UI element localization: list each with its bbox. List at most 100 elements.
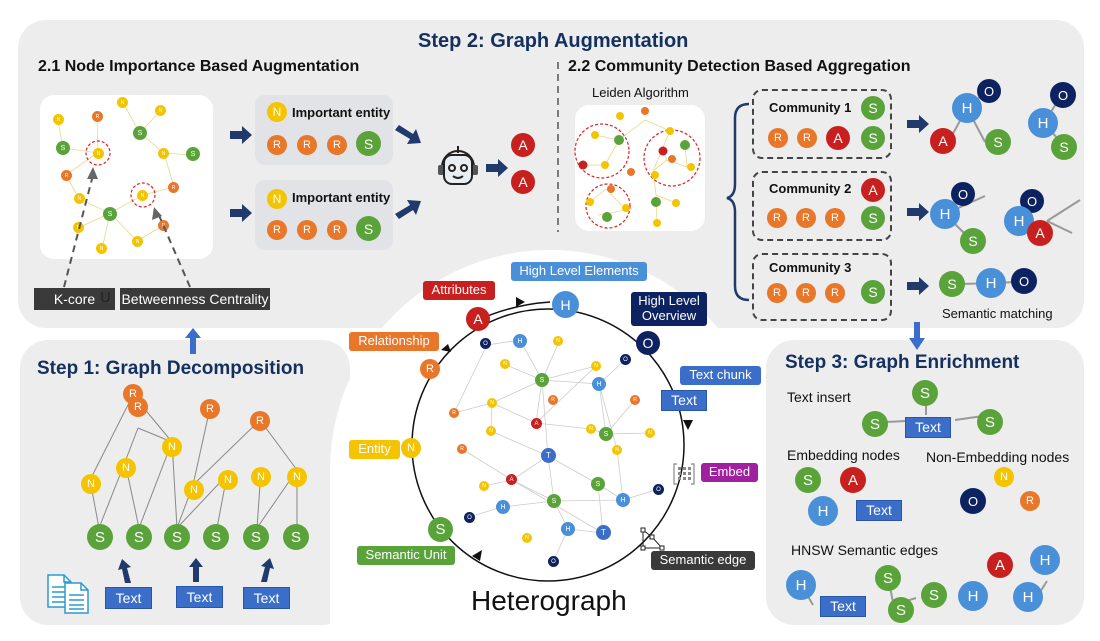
high-level-node-small: H [496, 500, 510, 514]
community-brace [726, 102, 750, 302]
relationship-node: R [1020, 491, 1040, 511]
arrow-right-icon [907, 203, 929, 221]
entity-node: N [184, 480, 204, 500]
graph-node-entity: N [155, 105, 166, 116]
attribute-node-output: A [511, 133, 535, 157]
high-level-node-small: H [616, 493, 630, 507]
relationship-node: R [327, 135, 347, 155]
entity-node: N [251, 467, 271, 487]
entity-node-small: N [479, 481, 489, 491]
semantic-node: S [795, 467, 821, 493]
overview-node-small: O [653, 484, 664, 495]
semantic-node-small: S [599, 427, 613, 441]
graph-node-semantic: S [186, 147, 200, 161]
relationship-node: R [825, 208, 845, 228]
semantic-node-small: S [547, 494, 561, 508]
graph-node-semantic: S [56, 141, 70, 155]
ring-attribute-node: A [466, 307, 490, 331]
text-tag: Text [661, 390, 707, 411]
relationship-node: R [796, 283, 816, 303]
entity-node-small: N [553, 336, 563, 346]
entity-node: N [287, 467, 307, 487]
high-level-node: H [1028, 108, 1058, 138]
ring-relationship-node: R [420, 359, 440, 379]
community-2-box [752, 171, 892, 241]
semantic-node: S [861, 206, 885, 230]
ring-semantic-node: S [428, 517, 453, 542]
semantic-node: S [243, 524, 269, 550]
attribute-node: A [826, 126, 850, 150]
arrow-right-icon [907, 115, 929, 133]
attribute-node-small: A [531, 418, 542, 429]
entity-node: N [267, 189, 287, 209]
high-level-node-small: H [513, 334, 527, 348]
semantic-node-small: S [591, 477, 605, 491]
relationship-node: R [825, 283, 845, 303]
graph-node-relationship: R [61, 170, 72, 181]
relationship-node-small: R [548, 395, 558, 405]
relationship-node: R [327, 220, 347, 240]
high-level-node: H [952, 93, 982, 123]
relationship-node: R [796, 208, 816, 228]
graph-node-semantic: S [103, 207, 117, 221]
arrow-up-icon [118, 559, 131, 583]
relationship-node: R [297, 220, 317, 240]
graph-node-relationship: R [168, 182, 179, 193]
relationship-node: R [767, 208, 787, 228]
text-node-small: T [596, 525, 611, 540]
robot-llm-icon [438, 146, 478, 185]
relationship-node-small: R [457, 444, 467, 454]
relationship-node: R [128, 397, 148, 417]
high-level-node: H [1013, 582, 1043, 612]
relationship-tag: Relationship [349, 332, 439, 351]
semantic-node: S [888, 597, 914, 623]
graph-node-entity: N [137, 190, 148, 201]
relationship-node: R [797, 128, 817, 148]
arrow-right-icon [230, 204, 252, 222]
arrow-up-icon [261, 558, 274, 582]
attribute-node: A [987, 552, 1013, 578]
entity-tag: Entity [349, 440, 400, 459]
graph-node-entity: N [117, 97, 128, 108]
attribute-node: A [861, 178, 885, 202]
entity-node-small: N [586, 424, 596, 434]
semantic-node: S [861, 280, 885, 304]
semantic-node: S [283, 524, 309, 550]
attribute-node: A [1027, 220, 1053, 246]
leiden-graph-box [575, 105, 705, 231]
heterograph-title: Heterograph [471, 585, 627, 616]
arrow-up-icon [189, 558, 203, 582]
leiden-graph [574, 107, 701, 229]
relationship-node: R [767, 283, 787, 303]
semantic-node: S [912, 380, 938, 406]
overview-node: O [1050, 82, 1076, 108]
ring-overview-node: O [636, 331, 660, 355]
entity-node: N [116, 458, 136, 478]
graph-node-relationship: R [92, 111, 103, 122]
community-1-box [752, 89, 892, 159]
entity-node-small: N [500, 359, 510, 369]
relationship-node: R [768, 128, 788, 148]
semantic-node: S [87, 524, 113, 550]
text-chunk-box: Text [243, 587, 290, 609]
attributes-tag: Attributes [423, 281, 495, 300]
step3-title: Step 3: Graph Enrichment [785, 352, 1020, 373]
high-level-node: H [958, 581, 988, 611]
overview-node-small: O [480, 338, 491, 349]
union-symbol: U [100, 289, 111, 306]
overview-node: O [960, 488, 986, 514]
graph-node-entity: N [158, 148, 169, 159]
text-insert-box: Text [905, 417, 951, 438]
high-level-node: H [1030, 545, 1060, 575]
relationship-node: R [297, 135, 317, 155]
relationship-node-small: R [449, 408, 459, 418]
semantic-node: S [356, 216, 381, 241]
embed-icon [673, 463, 695, 485]
relationship-node: R [200, 399, 220, 419]
arrow-down-icon [909, 322, 925, 350]
semantic-node: S [861, 96, 885, 120]
step2-title: Step 2: Graph Augmentation [418, 30, 689, 52]
arrow-right-icon [486, 159, 508, 177]
text-insert-label: Text insert [787, 389, 851, 405]
embedding-nodes-label: Embedding nodes [787, 447, 900, 463]
